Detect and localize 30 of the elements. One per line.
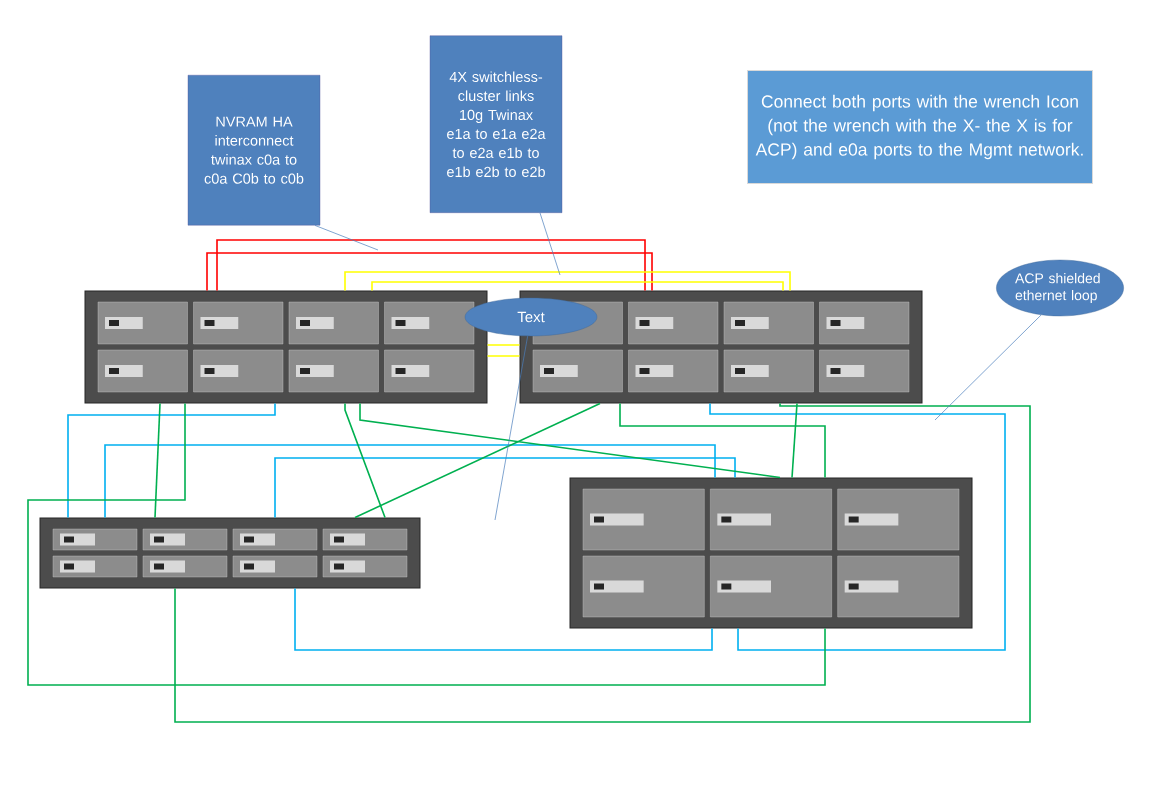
cable	[486, 344, 521, 346]
leader-line	[934, 314, 1042, 421]
cable	[709, 402, 1006, 651]
text-box: NVRAM HA interconnect twinax c0a to c0a C0b to c0b	[187, 75, 321, 226]
cable	[206, 252, 653, 292]
equipment-photo-drawing	[569, 477, 973, 629]
cable	[359, 402, 781, 479]
cable	[104, 444, 716, 519]
cable	[344, 271, 791, 292]
note-box: Connect both ports with the wrench Icon (not the wrench with the X- the X is for ACP) and e0a ports to the Mgmt network.	[747, 70, 1093, 184]
cable	[791, 402, 798, 479]
equipment-photo-drawing	[84, 290, 488, 404]
cable	[619, 402, 826, 479]
cable	[371, 281, 784, 292]
leader-line	[314, 225, 379, 251]
cable	[486, 355, 521, 357]
cable	[216, 239, 646, 292]
equipment-photo-drawing	[39, 517, 421, 589]
cable	[67, 402, 276, 519]
cable	[274, 457, 736, 519]
text-box: 4X switchless-cluster links 10g Twinax e1a to e1a e2a to e2a e1b to e1b e2b to e2b	[429, 35, 563, 213]
cable	[154, 402, 161, 519]
equipment-photo-drawing	[519, 290, 923, 404]
cable	[27, 402, 826, 686]
cable	[294, 587, 713, 651]
leader-line	[539, 212, 561, 276]
cable	[174, 402, 1031, 723]
cable	[344, 402, 386, 519]
cable	[354, 402, 601, 519]
leader-line	[494, 335, 528, 521]
